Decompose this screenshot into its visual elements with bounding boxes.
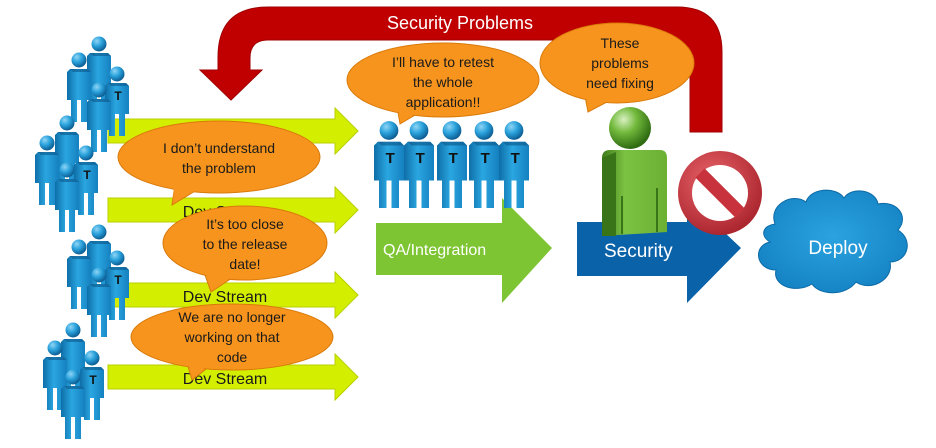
dev-stream-label-3: Dev Stream [183, 289, 267, 306]
deploy-cloud: Deploy [758, 189, 908, 294]
speech-bubble-security: These problems need fixing [539, 22, 695, 113]
people-group-icon [67, 224, 129, 337]
deploy-label: Deploy [808, 238, 868, 259]
speech-bubble-dev-1: I don’t understand the problem [117, 120, 321, 206]
bubble-text-line: I don’t understand [163, 140, 275, 156]
speech-bubble-dev-3: We are no longer working on that code [130, 303, 334, 381]
tester-person-icon [404, 121, 434, 208]
dev-stream-label-4: Dev Stream [183, 371, 267, 388]
tester-person-icon [374, 121, 404, 208]
people-group-icon [35, 115, 98, 232]
dev-stream-arrow-4: Dev Stream [107, 352, 359, 402]
bubble-text-line: problems [591, 55, 649, 71]
bubble-text-line: We are no longer [178, 309, 285, 325]
bubble-text-line: the problem [182, 160, 256, 176]
qa-testers [374, 121, 529, 208]
qa-integration-label: QA/Integration [383, 242, 486, 259]
bubble-text-line: These [601, 35, 640, 51]
bubble-text-line: code [217, 349, 248, 365]
tester-person-icon [437, 121, 467, 208]
qa-integration-arrow: QA/Integration [376, 198, 552, 303]
bubble-text-line: application!! [406, 94, 481, 110]
people-group-icon [43, 322, 104, 439]
bubble-text-line: working on that [184, 329, 280, 345]
tester-person-icon [499, 121, 529, 208]
bubble-text-line: It’s too close [206, 216, 284, 232]
tester-person-icon [469, 121, 499, 208]
cloud-icon [758, 189, 908, 294]
dev-stream-arrow-3: Dev Stream [107, 270, 359, 320]
bubble-text-line: I’ll have to retest [392, 54, 494, 70]
bubble-text-line: to the release [203, 236, 288, 252]
dev-team-2 [35, 115, 98, 232]
security-label: Security [604, 241, 673, 262]
dev-team-4 [43, 322, 104, 439]
no-entry-icon [678, 151, 762, 235]
dev-team-3 [67, 224, 129, 337]
bubble-text-line: the whole [413, 74, 473, 90]
speech-bubble-dev-2: It’s too close to the release date! [162, 205, 328, 293]
speech-bubble-qa: I’ll have to retest the whole applicatio… [346, 42, 540, 125]
bubble-text-line: need fixing [586, 75, 654, 91]
security-problems-label: Security Problems [387, 13, 533, 33]
security-person-icon [602, 107, 667, 236]
bubble-text-line: date! [229, 256, 260, 272]
